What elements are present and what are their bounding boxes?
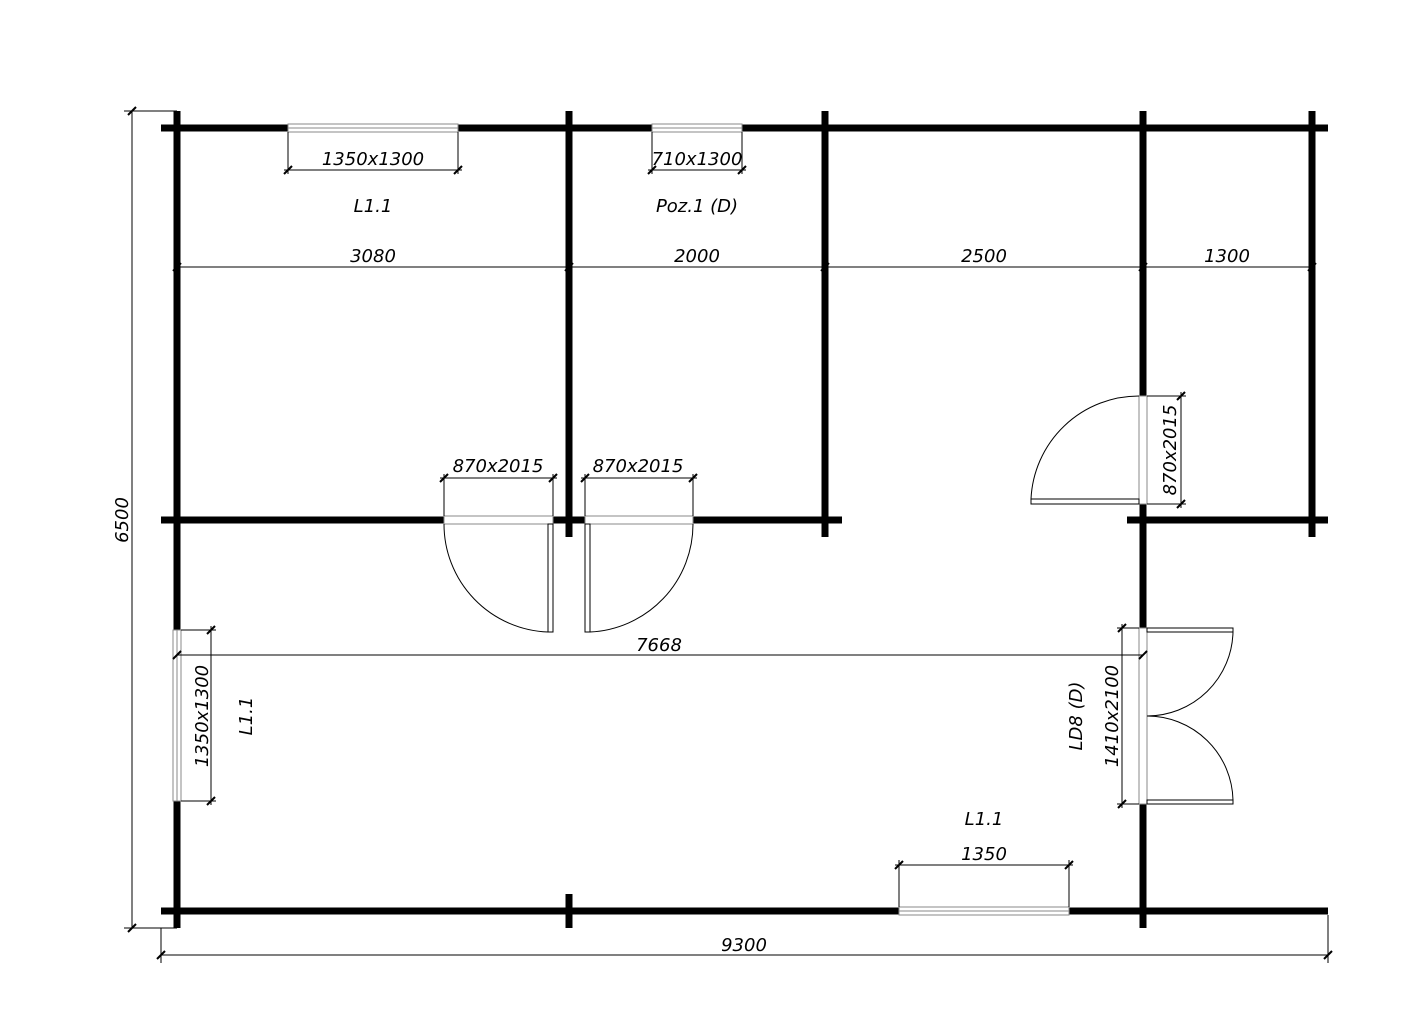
dimension-lines xyxy=(124,106,1333,963)
door-b xyxy=(584,523,694,633)
window-bottom-code-label: L1.1 xyxy=(965,809,1004,830)
window-left-size-label: 1350x1300 xyxy=(192,665,213,767)
labels: 1350x1300 L1.1 710x1300 Poz.1 (D) 3080 2… xyxy=(112,149,1250,956)
walls xyxy=(161,111,1328,928)
overall-width-label: 9300 xyxy=(721,935,767,956)
openings xyxy=(172,123,1148,916)
window-left-code-label: L1.1 xyxy=(236,697,257,736)
room-width-4-label: 1300 xyxy=(1204,246,1250,267)
door-c-size-label: 870x2015 xyxy=(1160,405,1181,496)
window-bottom-width-label: 1350 xyxy=(961,844,1007,865)
room-width-2-label: 2000 xyxy=(674,246,720,267)
door-a-size-label: 870x2015 xyxy=(453,456,544,477)
door-b-size-label: 870x2015 xyxy=(593,456,684,477)
window-top-left-size-label: 1350x1300 xyxy=(322,149,424,170)
entry-code-label: LD8 (D) xyxy=(1066,682,1087,751)
door-c xyxy=(1030,395,1140,505)
window-top-middle-size-label: 710x1300 xyxy=(652,149,743,170)
room-width-1-label: 3080 xyxy=(350,246,396,267)
window-top-left-code-label: L1.1 xyxy=(354,196,393,217)
overall-height-label: 6500 xyxy=(112,497,133,543)
entry-size-label: 1410x2100 xyxy=(1102,665,1123,767)
interior-length-label: 7668 xyxy=(636,635,682,656)
door-a xyxy=(443,523,554,633)
window-top-middle-code-label: Poz.1 (D) xyxy=(656,196,738,217)
room-width-3-label: 2500 xyxy=(961,246,1007,267)
door-entry xyxy=(1146,627,1234,805)
doors xyxy=(443,395,1234,805)
